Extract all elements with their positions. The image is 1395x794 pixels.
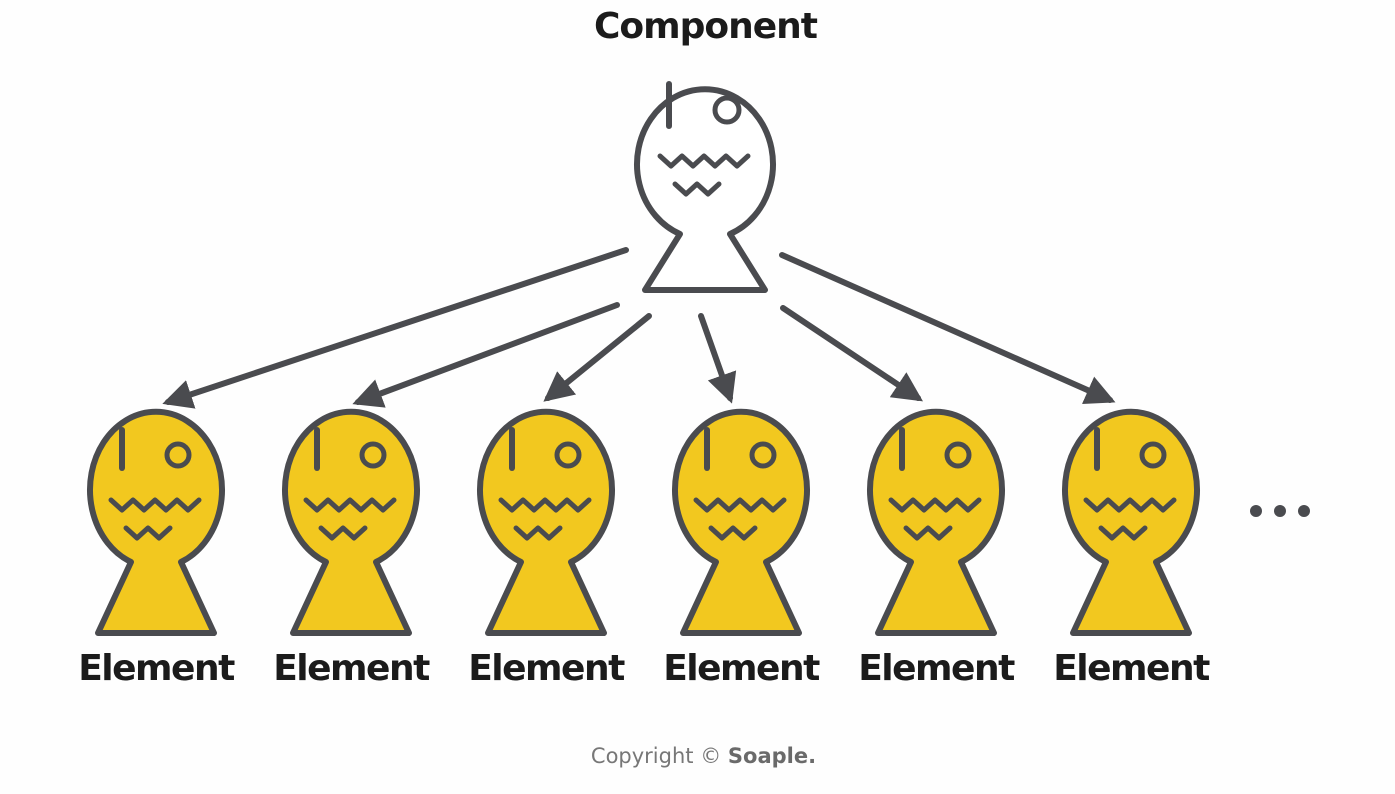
fish-body xyxy=(477,408,615,636)
component-fish-icon xyxy=(634,81,776,293)
fish-eye xyxy=(944,441,972,469)
element-label-1: Element xyxy=(78,648,235,689)
fish-eye xyxy=(359,441,387,469)
fish-scales xyxy=(303,497,397,513)
fish-scales xyxy=(123,525,173,541)
copyright-brand: Soaple. xyxy=(727,744,817,768)
fish-scales xyxy=(108,497,202,513)
copyright-notice: Copyright © Soaple. xyxy=(0,744,1395,768)
element-label-2: Element xyxy=(273,648,430,689)
fish-eye xyxy=(164,441,192,469)
fish-scales xyxy=(708,525,758,541)
arrow-1 xyxy=(162,247,629,409)
fish-scales xyxy=(498,497,592,513)
element-label-6: Element xyxy=(1053,648,1210,689)
element-label-3: Element xyxy=(468,648,625,689)
fish-body xyxy=(867,408,1005,636)
element-fish-icon xyxy=(477,408,615,636)
fish-scales xyxy=(903,525,953,541)
arrow-2 xyxy=(352,302,620,408)
fish-scales xyxy=(513,525,563,541)
fish-scales xyxy=(1098,525,1148,541)
fish-body xyxy=(1062,408,1200,636)
fish-eye xyxy=(749,441,777,469)
fish-eye xyxy=(1139,441,1167,469)
element-fish-icon xyxy=(672,408,810,636)
arrow-5 xyxy=(780,305,923,402)
fish-body xyxy=(282,408,420,636)
arrow-3 xyxy=(543,313,652,402)
arrow-6 xyxy=(779,252,1116,405)
arrow-4 xyxy=(698,313,737,404)
fish-scales xyxy=(1083,497,1177,513)
element-fish-icon xyxy=(1062,408,1200,636)
component-label: Component xyxy=(593,6,818,47)
fish-body xyxy=(672,408,810,636)
element-label-5: Element xyxy=(858,648,1015,689)
element-fish-icon xyxy=(282,408,420,636)
fish-scales xyxy=(693,497,787,513)
element-fish-icon xyxy=(867,408,1005,636)
fish-eye xyxy=(554,441,582,469)
fish-scales xyxy=(888,497,982,513)
arrows xyxy=(162,247,1116,409)
fish-body xyxy=(87,408,225,636)
more-ellipsis-icon xyxy=(1250,505,1310,517)
fish-scales xyxy=(318,525,368,541)
element-fish-icon xyxy=(87,408,225,636)
element-label-4: Element xyxy=(663,648,820,689)
copyright-prefix: Copyright © xyxy=(590,744,722,768)
element-fish-group xyxy=(87,408,1200,636)
